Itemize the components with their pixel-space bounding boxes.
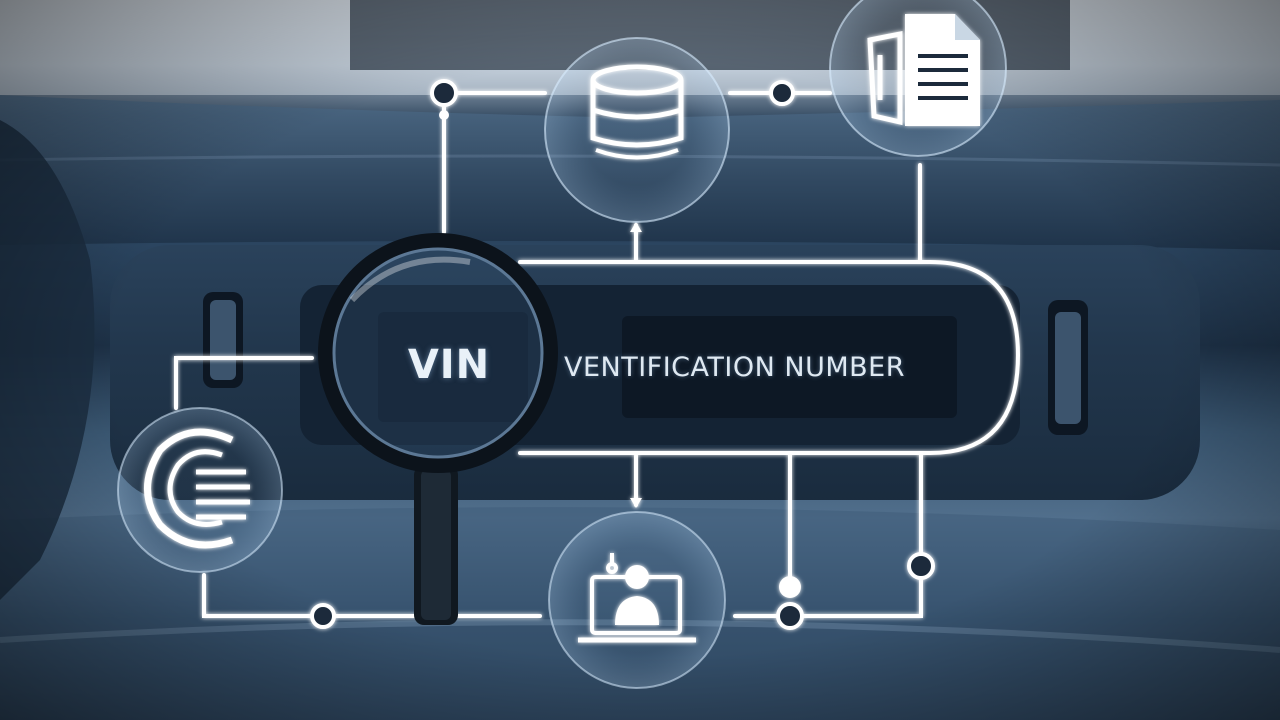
vin-label: VIN (407, 342, 491, 388)
node-bottom-right (776, 602, 804, 630)
vin-frame (518, 260, 1021, 455)
magnifier-icon (318, 233, 558, 625)
node-top-right (769, 80, 795, 106)
node-bottom-left (310, 603, 336, 629)
node-top-left (430, 79, 458, 107)
database-icon (590, 64, 684, 160)
coin-icon (144, 428, 250, 549)
document-icon (867, 14, 980, 126)
vin-full-text: VENTIFICATION NUMBER (564, 352, 905, 383)
node-right (907, 552, 935, 580)
technician-laptop-icon (578, 553, 696, 643)
